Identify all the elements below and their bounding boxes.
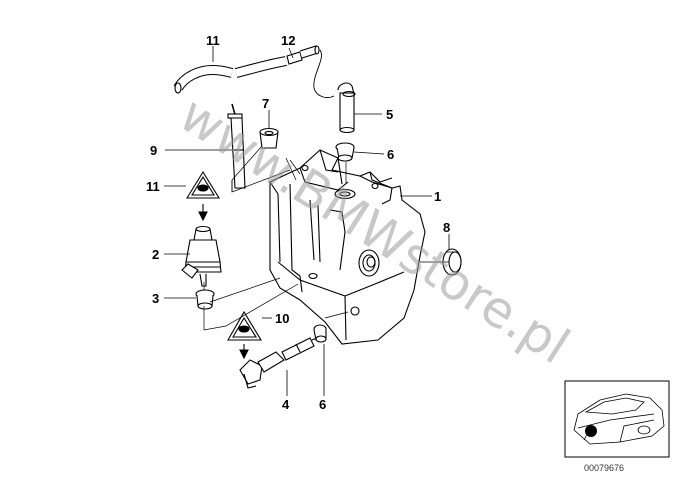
plug-grommet — [442, 248, 462, 276]
car-outline-icon — [573, 393, 665, 445]
callout-6-upper: 6 — [387, 147, 394, 162]
filler-neck — [337, 82, 356, 134]
grommet-upper — [335, 142, 355, 162]
callout-8: 8 — [443, 220, 450, 235]
washer-pump — [181, 225, 222, 287]
callout-1: 1 — [434, 189, 441, 204]
image-code: 00079676 — [584, 463, 624, 473]
rubber-mount — [259, 127, 279, 149]
washer-fluid-reservoir — [269, 149, 426, 345]
callout-7: 7 — [262, 96, 269, 111]
warning-label-pump — [186, 170, 220, 222]
callout-4: 4 — [282, 397, 290, 412]
car-location-inset — [564, 380, 670, 458]
fluid-level-sensor — [239, 335, 323, 389]
pump-grommet — [195, 289, 215, 310]
callout-2: 2 — [152, 247, 159, 262]
callout-10: 10 — [275, 311, 289, 326]
dipstick — [227, 103, 246, 189]
callout-12: 11 — [206, 33, 220, 48]
callout-11: 11 — [146, 179, 160, 194]
callout-3: 3 — [152, 291, 159, 306]
callout-9: 9 — [150, 143, 157, 158]
grommet-lower — [313, 324, 327, 343]
washer-hose — [173, 56, 287, 94]
callout-6-lower: 6 — [319, 397, 326, 412]
callout-13: 12 — [281, 33, 295, 48]
location-marker-icon — [585, 425, 597, 437]
callout-5: 5 — [386, 107, 393, 122]
hose-connector — [286, 45, 335, 99]
warning-label-sensor — [227, 310, 262, 360]
